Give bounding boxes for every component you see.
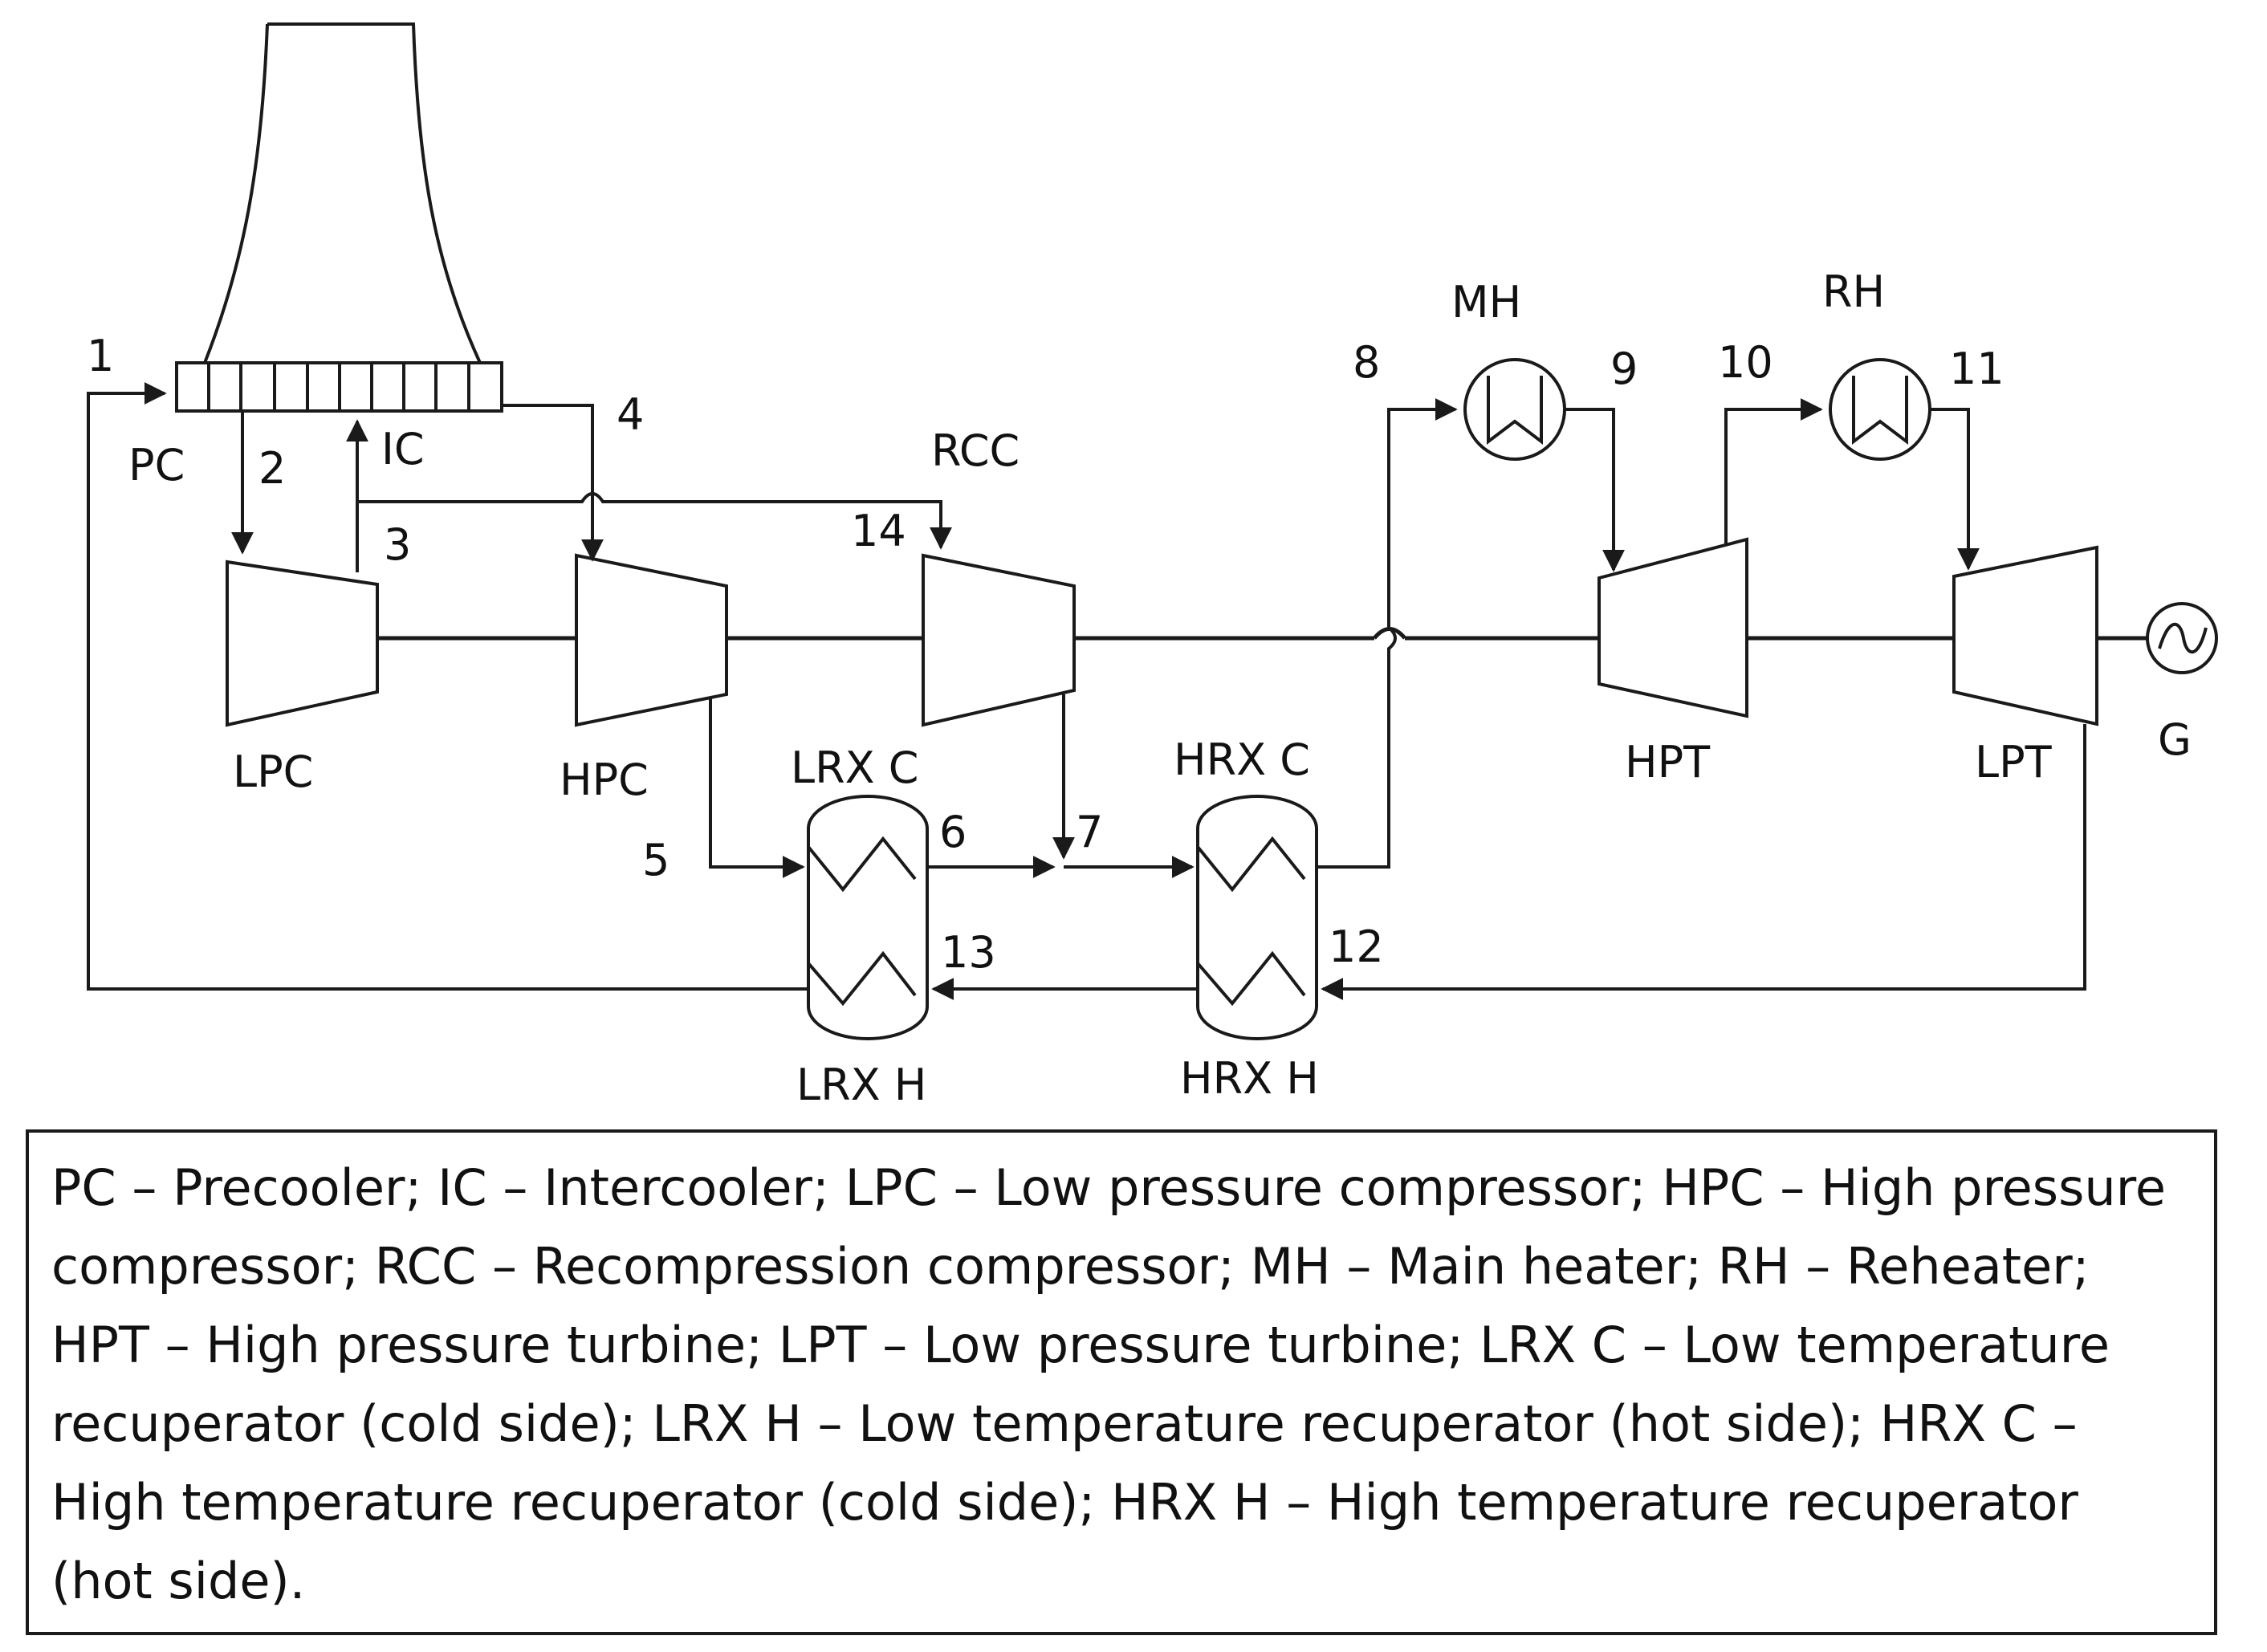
legend-text: PC – Precooler; IC – Intercooler; LPC – … [51,1158,2166,1610]
label-g: G [2158,714,2192,765]
state-5: 5 [642,835,670,885]
lpt-turbine [1952,545,2098,726]
state-1: 1 [87,331,114,381]
label-lrx-c: LRX C [791,743,918,793]
state-9: 9 [1610,344,1638,394]
generator [2146,602,2218,674]
label-hpc: HPC [560,755,649,805]
label-rcc: RCC [931,425,1020,476]
legend-box: PC – Precooler; IC – Intercooler; LPC – … [26,1129,2217,1635]
state-3: 3 [384,519,411,570]
precooler-intercooler-bundle [175,361,503,413]
lpc-compressor [226,559,379,727]
state-2: 2 [258,443,286,494]
label-mh: MH [1451,277,1521,328]
label-ic: IC [381,424,425,474]
rcc-compressor [922,553,1076,727]
reheater [1829,358,1931,461]
state-10: 10 [1718,337,1773,388]
hpt-turbine [1597,537,1748,718]
low-temperature-recuperator [807,795,929,1040]
label-hrx-c: HRX C [1174,734,1310,785]
state-13: 13 [941,927,996,978]
state-7: 7 [1076,807,1103,857]
label-lpc: LPC [233,747,313,797]
state-8: 8 [1353,337,1380,388]
high-temperature-recuperator [1196,795,1318,1040]
state-11: 11 [1949,344,2004,394]
cycle-diagram: PC IC LPC HPC RCC MH RH HPT LPT G LRX C … [87,22,2218,1108]
main-heater [1463,358,1566,461]
label-hrx-h: HRX H [1180,1053,1319,1104]
label-hpt: HPT [1625,737,1711,787]
state-14: 14 [851,506,906,556]
label-lpt: LPT [1975,737,2053,787]
state-6: 6 [939,807,967,857]
label-rh: RH [1822,267,1885,317]
state-4: 4 [617,389,644,440]
label-lrx-h: LRX H [796,1060,926,1108]
state-12: 12 [1329,922,1384,972]
label-pc: PC [128,440,185,490]
cooling-tower [203,22,482,364]
flow-lines [87,382,2086,1000]
hpc-compressor [575,553,728,727]
